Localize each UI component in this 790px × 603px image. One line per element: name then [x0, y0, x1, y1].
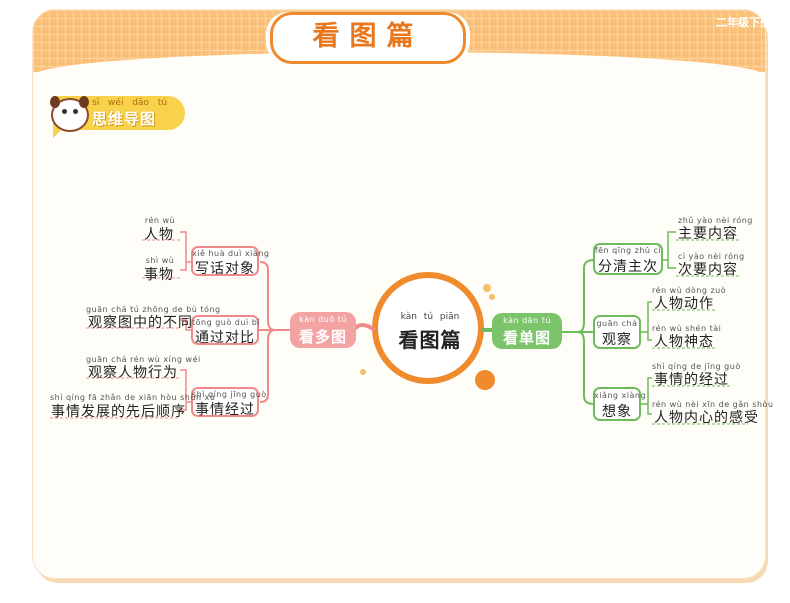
left-branch-pinyin: kàn duō tú: [290, 315, 356, 324]
right-child-1-pinyin: fēn qīng zhǔ cì: [594, 246, 662, 255]
left-child-2-pinyin: tōng guò duì bǐ: [192, 318, 258, 327]
right-link-3: [578, 332, 594, 404]
right-leaf-5-label: 事情的经过: [654, 369, 729, 389]
center-bubble-dot-2: [489, 294, 495, 300]
right-leaf-links-1: [662, 232, 676, 268]
left-branch-label: 看多图: [290, 326, 356, 347]
right-leaf-links-2: [640, 302, 652, 340]
left-child-1-pinyin: xiě huà duì xiàng: [192, 249, 258, 258]
center-pinyin: kàn tú piān: [390, 312, 470, 322]
left-leaf-4-label: 观察人物行为: [88, 362, 178, 382]
right-leaf-2-label: 次要内容: [678, 259, 738, 279]
center-bubble-dot-1: [360, 369, 366, 375]
right-child-2-pinyin: guān chá: [594, 319, 640, 328]
left-main-link: [354, 325, 375, 330]
left-child-2-label: 通过对比: [192, 327, 258, 347]
right-branch-label: 看单图: [492, 327, 562, 348]
left-leaf-5-label: 事情发展的先后顺序: [51, 401, 186, 421]
left-leaf-1-label: 人物: [144, 224, 174, 244]
right-child-3-pinyin: xiǎng xiàng: [594, 391, 640, 400]
center-label: 看图篇: [390, 324, 470, 353]
right-leaf-1-label: 主要内容: [678, 223, 738, 243]
right-link-1: [562, 260, 594, 332]
right-leaf-4-label: 人物神态: [654, 331, 714, 351]
left-leaf-links-1: [180, 232, 192, 270]
center-bubble-small: [483, 284, 491, 292]
left-leaf-2-label: 事物: [144, 264, 174, 284]
left-link-1: [260, 262, 290, 330]
left-child-1-label: 写话对象: [192, 258, 258, 278]
left-leaf-3-label: 观察图中的不同: [88, 312, 193, 332]
right-child-3-label: 想象: [594, 401, 640, 421]
right-branch-pinyin: kàn dān tú: [492, 316, 562, 325]
right-child-1-label: 分清主次: [594, 256, 662, 276]
right-leaf-3-label: 人物动作: [654, 293, 714, 313]
left-child-3-label: 事情经过: [192, 399, 258, 419]
center-bubble-large: [475, 370, 495, 390]
right-leaf-6-label: 人物内心的感受: [654, 407, 759, 427]
right-child-2-label: 观察: [594, 329, 640, 349]
